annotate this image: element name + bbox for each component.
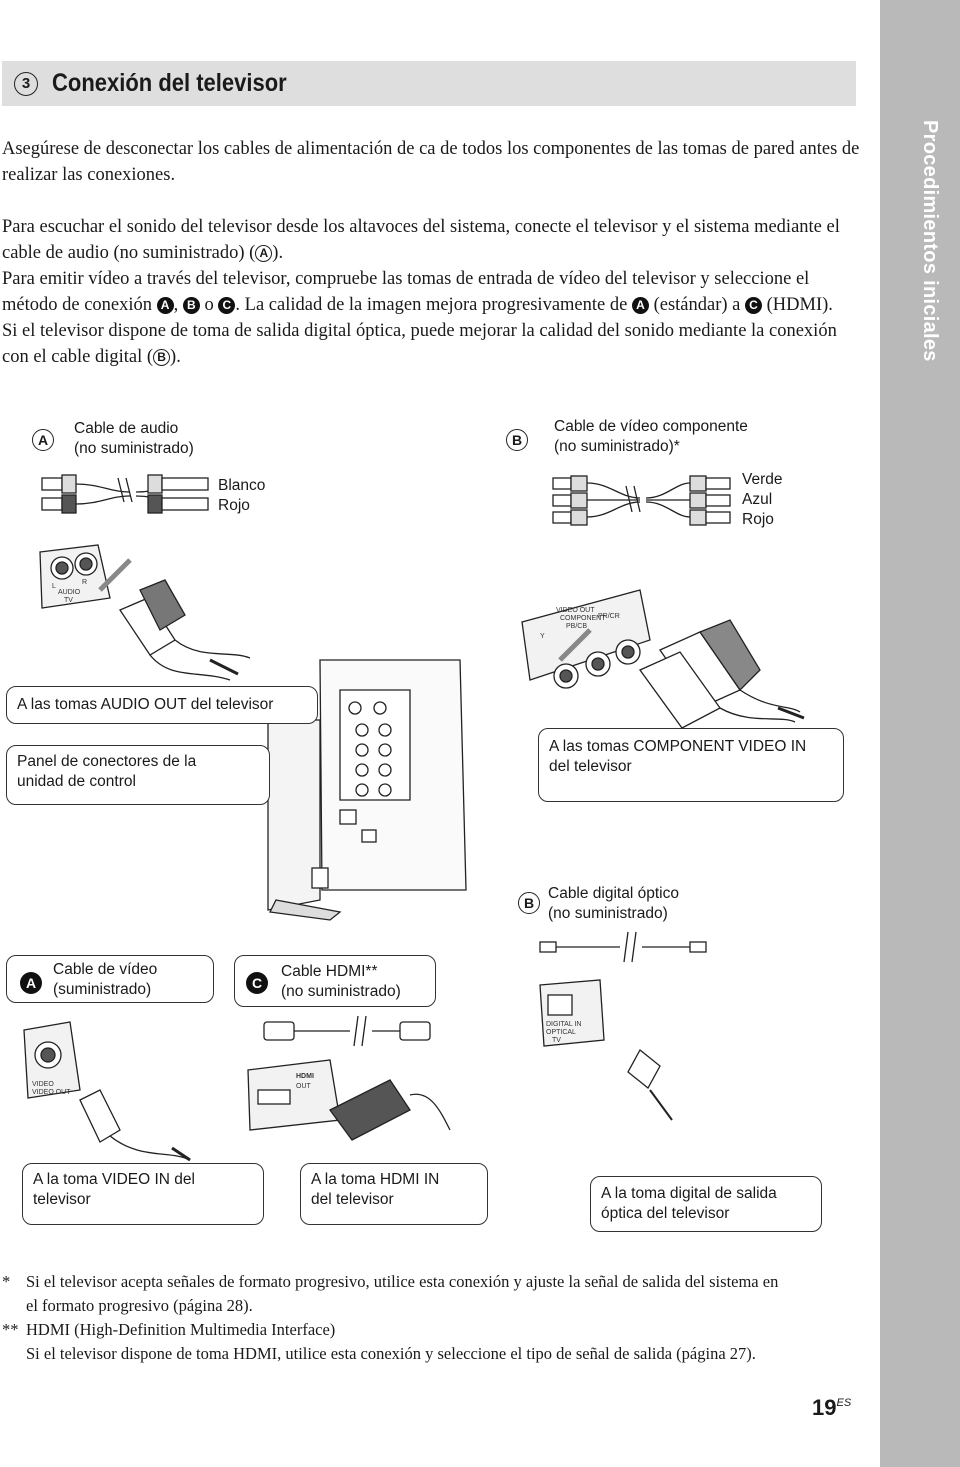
audio-cable-illustration (41, 474, 209, 514)
component-cable-label: Cable de vídeo componente (no suministra… (554, 418, 748, 455)
section-title-bar: 3 Conexión del televisor (2, 61, 856, 106)
video-cable-illustration (23, 1021, 191, 1162)
badge-c-hdmi: C (246, 972, 268, 994)
paragraph-warning: Asegúrese de desconectar los cables de a… (2, 139, 860, 185)
color-red: Rojo (218, 497, 250, 514)
audio-out-box: A las tomas AUDIO OUT del televisor (6, 686, 318, 724)
page-title: Conexión del televisor (52, 69, 287, 97)
body-text: Para escuchar el sonido del televisor de… (2, 214, 862, 370)
paragraph-audio: Para escuchar el sonido del televisor de… (2, 217, 840, 263)
video-jack-l1: VIDEO (32, 1081, 54, 1088)
footnote: ** HDMI (High-Definition Multimedia Inte… (2, 1320, 756, 1363)
component-jack-y: Y (540, 633, 545, 640)
component-cable-illustration (552, 475, 731, 526)
connection-diagram: L R AUDIO TV VIDEO OUT COMPONENT Y PB/CB… (23, 474, 805, 1162)
footnote: * Si el televisor acepta señales de form… (2, 1272, 779, 1315)
control-unit-illustration (267, 659, 467, 921)
badge-a-audio: A (32, 429, 54, 451)
intro-text: Asegúrese de desconectar los cables de a… (2, 136, 862, 188)
hdmi-in-box: A la toma HDMI IN del televisor (300, 1163, 488, 1225)
audio-jack-r: R (82, 579, 87, 586)
badge-b-optical: B (518, 892, 540, 914)
paragraph-video: Para emitir vídeo a través del televisor… (2, 269, 833, 315)
color-blue: Azul (742, 491, 773, 508)
audio-jack-panel (39, 544, 251, 681)
optical-jack-l3: TV (552, 1037, 561, 1044)
optical-jack-l2: OPTICAL (546, 1029, 576, 1036)
color-green: Verde (742, 471, 783, 488)
side-tab (880, 0, 960, 1467)
color-red: Rojo (742, 511, 774, 528)
audio-jack-sub: TV (64, 597, 73, 604)
optical-jack-l1: DIGITAL IN (546, 1021, 581, 1028)
component-jack-label: VIDEO OUT (556, 607, 595, 614)
badge-a-video: A (20, 972, 42, 994)
color-white: Blanco (218, 477, 266, 494)
video-jack-l2: VIDEO OUT (32, 1089, 71, 1096)
component-jack-sub: COMPONENT (560, 615, 606, 622)
optical-in-box: A la toma digital de salida óptica del t… (590, 1176, 822, 1232)
audio-color-labels: Blanco Rojo (218, 476, 265, 516)
footnotes: * Si el televisor acepta señales de form… (2, 1270, 862, 1366)
panel-box: Panel de conectores de la unidad de cont… (6, 745, 270, 805)
paragraph-optical: Si el televisor dispone de toma de salid… (2, 321, 837, 367)
audio-jack-label: AUDIO (58, 589, 81, 596)
video-in-box: A la toma VIDEO IN del televisor (22, 1163, 264, 1225)
video-cable-box: Cable de vídeo (suministrado) (6, 955, 214, 1003)
component-jack-panel (521, 589, 805, 729)
component-color-labels: Verde Azul Rojo (742, 470, 783, 530)
optical-cable-illustration (539, 931, 707, 1121)
audio-cable-label: Cable de audio (no suministrado) (74, 420, 194, 457)
audio-jack-l: L (52, 583, 56, 590)
side-tab-label: Procedimientos iniciales (919, 120, 941, 362)
hdmi-out: OUT (296, 1083, 312, 1090)
component-in-box: A las tomas COMPONENT VIDEO IN del telev… (538, 728, 844, 802)
page-number: 19ES (812, 1395, 852, 1420)
optical-cable-label: Cable digital óptico (no suministrado) (548, 885, 679, 922)
component-jack-pb: PB/CB (566, 623, 587, 630)
badge-b-component: B (506, 429, 528, 451)
hdmi-logo: HDMI (296, 1073, 314, 1080)
component-jack-pr: PR/CR (598, 613, 620, 620)
section-number: 3 (14, 71, 38, 96)
hdmi-cable-illustration (247, 1015, 451, 1141)
